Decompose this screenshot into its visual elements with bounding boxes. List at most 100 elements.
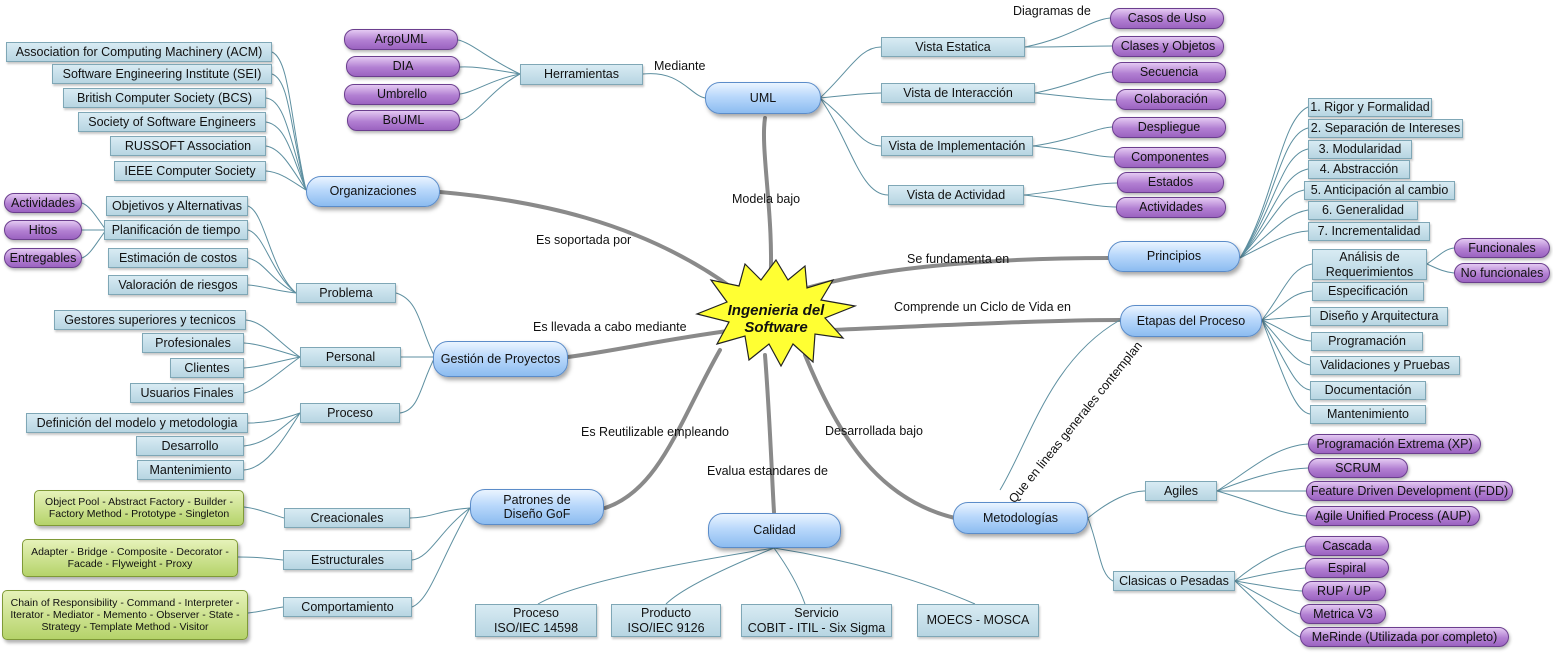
planificacion-actividades[interactable]: Actividades — [4, 193, 82, 213]
link-etapas — [828, 318, 1122, 332]
calidad-servicio[interactable]: Servicio COBIT - ITIL - Six Sigma — [741, 604, 892, 637]
requerimientos-no-funcionales[interactable]: No funcionales — [1454, 263, 1550, 283]
node-comportamiento[interactable]: Comportamiento — [283, 597, 412, 617]
diagrama-clases-objetos[interactable]: Clases y Objetos — [1112, 36, 1224, 57]
node-metodologias[interactable]: Metodologías — [953, 502, 1088, 534]
diagrama-colaboracion[interactable]: Colaboración — [1116, 89, 1226, 110]
node-problema[interactable]: Problema — [296, 283, 396, 303]
node-creacionales[interactable]: Creacionales — [284, 508, 410, 528]
calidad-proceso-title: Proceso — [513, 606, 559, 621]
center-starburst — [695, 258, 858, 368]
node-principios[interactable]: Principios — [1108, 241, 1240, 272]
tool-dia[interactable]: DIA — [346, 56, 460, 77]
vista-estatica[interactable]: Vista Estatica — [881, 37, 1025, 57]
tool-umbrello[interactable]: Umbrello — [344, 84, 460, 105]
calidad-servicio-standard: COBIT - ITIL - Six Sigma — [747, 620, 886, 635]
clasica-cascada[interactable]: Cascada — [1305, 536, 1389, 556]
diagrama-estados[interactable]: Estados — [1117, 172, 1224, 193]
vista-implementacion[interactable]: Vista de Implementación — [881, 136, 1033, 156]
principio-4[interactable]: 4. Abstracción — [1308, 160, 1410, 179]
node-patrones-diseno[interactable]: Patrones de Diseño GoF — [470, 489, 604, 525]
planificacion-hitos[interactable]: Hitos — [4, 220, 82, 240]
label-diagramas-de: Diagramas de — [1013, 4, 1091, 18]
etapa-analisis-requerimientos[interactable]: Análisis de Requerimientos — [1312, 249, 1427, 280]
principio-6[interactable]: 6. Generalidad — [1308, 201, 1418, 220]
clasica-metrica-v3[interactable]: Metrica V3 — [1300, 604, 1386, 624]
requerimientos-funcionales[interactable]: Funcionales — [1454, 238, 1550, 258]
personal-clientes[interactable]: Clientes — [170, 358, 244, 378]
etapa-programacion[interactable]: Programación — [1311, 332, 1423, 351]
problema-estimacion[interactable]: Estimación de costos — [108, 248, 248, 268]
etapa-diseno-arquitectura[interactable]: Diseño y Arquitectura — [1310, 307, 1448, 326]
problema-planificacion[interactable]: Planificación de tiempo — [104, 220, 248, 240]
principio-3[interactable]: 3. Modularidad — [1308, 140, 1412, 159]
branch-connectors — [81, 17, 1455, 638]
label-es-soportada-por: Es soportada por — [536, 233, 632, 247]
personal-gestores[interactable]: Gestores superiores y tecnicos — [54, 310, 246, 330]
clasica-rup[interactable]: RUP / UP — [1302, 581, 1386, 601]
principio-5[interactable]: 5. Anticipación al cambio — [1304, 181, 1455, 200]
node-personal[interactable]: Personal — [300, 347, 401, 367]
org-sei[interactable]: Software Engineering Institute (SEI) — [52, 64, 272, 84]
node-etapas-proceso[interactable]: Etapas del Proceso — [1120, 305, 1262, 337]
label-se-fundamenta-en: Se fundamenta en — [907, 252, 1010, 266]
planificacion-entregables[interactable]: Entregables — [4, 248, 82, 268]
vista-interaccion[interactable]: Vista de Interacción — [881, 83, 1035, 103]
problema-valoracion[interactable]: Valoración de riesgos — [108, 275, 248, 295]
patrones-creacionales-list: Object Pool - Abstract Factory - Builder… — [34, 490, 244, 526]
node-clasicas-pesadas[interactable]: Clasicas o Pesadas — [1113, 571, 1235, 591]
principio-2[interactable]: 2. Separación de Intereses — [1308, 119, 1463, 138]
agil-fdd[interactable]: Feature Driven Development (FDD) — [1306, 481, 1513, 501]
node-calidad[interactable]: Calidad — [708, 513, 841, 548]
node-agiles[interactable]: Agiles — [1145, 481, 1217, 501]
org-acm[interactable]: Association for Computing Machinery (ACM… — [6, 42, 272, 62]
diagrama-despliegue[interactable]: Despliegue — [1112, 117, 1226, 138]
node-organizaciones[interactable]: Organizaciones — [306, 176, 440, 207]
problema-objetivos[interactable]: Objetivos y Alternativas — [106, 196, 248, 216]
tool-bouml[interactable]: BoUML — [347, 110, 460, 131]
center-title-line1: Ingenieria del — [727, 301, 825, 319]
proceso-desarrollo[interactable]: Desarrollo — [136, 436, 244, 456]
diagrama-casos-uso[interactable]: Casos de Uso — [1110, 8, 1224, 29]
org-society-software-engineers[interactable]: Society of Software Engineers — [78, 112, 266, 132]
calidad-proceso[interactable]: Proceso ISO/IEC 14598 — [475, 604, 597, 637]
clasica-merinde[interactable]: MeRinde (Utilizada por completo) — [1300, 627, 1509, 647]
etapa-analisis-line1: Análisis de — [1339, 250, 1400, 265]
agil-scrum[interactable]: SCRUM — [1308, 458, 1408, 478]
node-estructurales[interactable]: Estructurales — [283, 550, 412, 570]
label-es-llevada: Es llevada a cabo mediante — [533, 320, 687, 334]
personal-profesionales[interactable]: Profesionales — [142, 333, 244, 353]
link-metodologias — [803, 353, 957, 520]
diagrama-componentes[interactable]: Componentes — [1114, 147, 1226, 168]
link-calidad — [763, 353, 776, 514]
node-herramientas[interactable]: Herramientas — [520, 64, 643, 85]
personal-usuarios-finales[interactable]: Usuarios Finales — [130, 383, 244, 403]
org-bcs[interactable]: British Computer Society (BCS) — [63, 88, 266, 108]
org-russoft[interactable]: RUSSOFT Association — [110, 136, 266, 156]
calidad-producto[interactable]: Producto ISO/IEC 9126 — [611, 604, 721, 637]
tool-argouml[interactable]: ArgoUML — [344, 29, 458, 50]
calidad-proceso-standard: ISO/IEC 14598 — [493, 620, 579, 635]
vista-actividad[interactable]: Vista de Actividad — [888, 185, 1024, 205]
etapa-documentacion[interactable]: Documentación — [1310, 381, 1426, 400]
center-title-line2: Software — [744, 319, 808, 336]
etapa-validaciones-pruebas[interactable]: Validaciones y Pruebas — [1310, 356, 1460, 375]
node-proceso-gestion[interactable]: Proceso — [300, 403, 400, 423]
link-patrones — [603, 348, 722, 510]
node-uml[interactable]: UML — [705, 82, 821, 114]
etapa-mantenimiento[interactable]: Mantenimiento — [1310, 405, 1426, 424]
diagrama-secuencia[interactable]: Secuencia — [1112, 62, 1226, 83]
etapa-analisis-line2: Requerimientos — [1325, 264, 1414, 279]
org-ieee[interactable]: IEEE Computer Society — [114, 161, 266, 181]
calidad-moecs[interactable]: MOECS - MOSCA — [917, 604, 1039, 637]
proceso-definicion-modelo[interactable]: Definición del modelo y metodologia — [26, 413, 248, 433]
diagrama-actividades[interactable]: Actividades — [1116, 197, 1226, 218]
clasica-espiral[interactable]: Espiral — [1305, 558, 1389, 578]
agil-aup[interactable]: Agile Unified Process (AUP) — [1306, 506, 1480, 526]
etapa-especificacion[interactable]: Especificación — [1312, 282, 1424, 301]
principio-7[interactable]: 7. Incrementalidad — [1308, 222, 1430, 241]
proceso-mantenimiento[interactable]: Mantenimiento — [137, 460, 244, 480]
principio-1[interactable]: 1. Rigor y Formalidad — [1308, 98, 1432, 117]
agil-xp[interactable]: Programación Extrema (XP) — [1308, 434, 1481, 454]
node-gestion-proyectos[interactable]: Gestión de Proyectos — [433, 341, 568, 377]
